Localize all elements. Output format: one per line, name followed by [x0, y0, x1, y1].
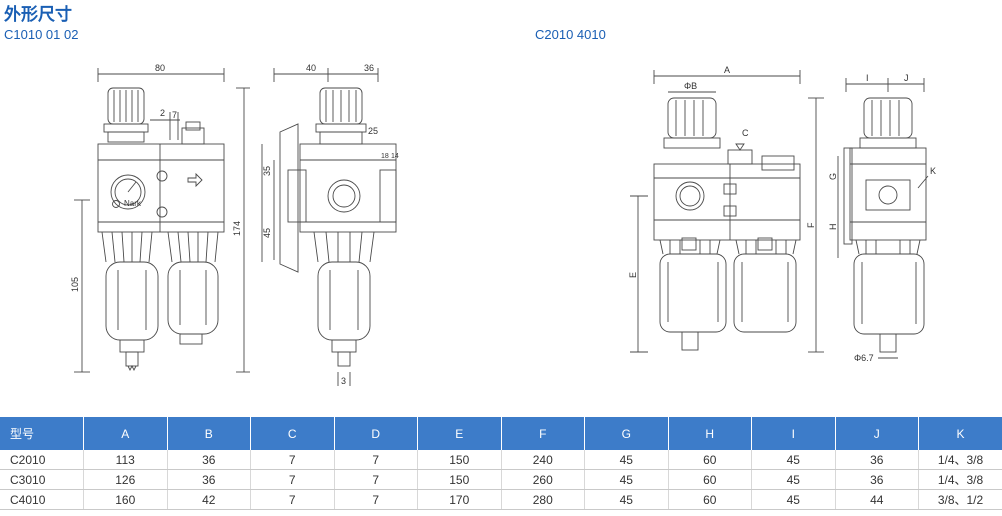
- cell-G: 45: [584, 450, 669, 470]
- col-header-I: I: [751, 417, 836, 450]
- cell-model: C3010: [0, 469, 84, 490]
- cell-B: 36: [167, 469, 251, 490]
- dim-174: 174: [232, 221, 242, 236]
- cell-K: 1/4、3/8: [918, 450, 1002, 470]
- model-label-right: C2010 4010: [535, 27, 606, 42]
- col-header-G: G: [584, 417, 669, 450]
- dim-2: 2: [160, 108, 165, 118]
- col-header-B: B: [167, 417, 251, 450]
- table-row: C3010 126 36 7 7 150 260 45 60 45 36 1/4…: [0, 469, 1002, 490]
- dim-36: 36: [364, 63, 374, 73]
- dim-A: A: [724, 65, 730, 75]
- dim-K: K: [930, 166, 936, 176]
- cell-B: 36: [167, 450, 251, 470]
- col-header-F: F: [501, 417, 585, 450]
- cell-D: 7: [334, 469, 418, 490]
- cell-C: 7: [250, 450, 335, 470]
- cell-A: 126: [83, 469, 168, 490]
- col-header-A: A: [83, 417, 168, 450]
- cell-I: 45: [751, 489, 836, 510]
- cell-F: 240: [501, 450, 585, 470]
- cell-D: 7: [334, 489, 418, 510]
- dim-E: E: [628, 272, 638, 278]
- cell-G: 45: [584, 469, 669, 490]
- col-header-K: K: [918, 417, 1002, 450]
- cell-J: 36: [835, 469, 919, 490]
- cell-H: 60: [668, 469, 752, 490]
- cell-H: 60: [668, 450, 752, 470]
- dim-25: 25: [368, 126, 378, 136]
- col-header-C: C: [250, 417, 335, 450]
- dim-G: G: [828, 173, 838, 180]
- cell-C: 7: [250, 489, 335, 510]
- nark-label: Nark: [124, 199, 142, 208]
- dim-3: 3: [341, 376, 346, 386]
- cell-C: 7: [250, 469, 335, 490]
- right-front-view: A ΦB C E F: [628, 65, 824, 353]
- cell-K: 3/8、1/2: [918, 489, 1002, 510]
- col-header-D: D: [334, 417, 418, 450]
- dim-H: H: [828, 224, 838, 231]
- dim-40: 40: [306, 63, 316, 73]
- dim-J: J: [904, 73, 909, 83]
- spec-table: 型号 A B C D E F G H I J K C2010 113 36 7 …: [0, 417, 1002, 510]
- dim-45: 45: [262, 228, 272, 238]
- col-header-H: H: [668, 417, 752, 450]
- cell-A: 160: [83, 489, 168, 510]
- dim-7: 7: [172, 110, 177, 120]
- dim-I: I: [866, 73, 869, 83]
- dim-F: F: [806, 222, 816, 228]
- dim-105: 105: [70, 277, 80, 292]
- cell-B: 42: [167, 489, 251, 510]
- left-front-view: 80 2 7 Nark: [70, 63, 250, 373]
- cell-F: 260: [501, 469, 585, 490]
- dim-C: C: [742, 128, 749, 138]
- cell-I: 45: [751, 469, 836, 490]
- dim-14: 14: [391, 153, 399, 160]
- cell-model: C4010: [0, 489, 84, 510]
- cell-model: C2010: [0, 450, 84, 470]
- cell-J: 36: [835, 450, 919, 470]
- col-header-J: J: [835, 417, 919, 450]
- table-row: C2010 113 36 7 7 150 240 45 60 45 36 1/4…: [0, 450, 1002, 470]
- cell-E: 150: [417, 450, 502, 470]
- left-side-view: 40 36 25 18 14 35 45 3: [261, 63, 399, 386]
- cell-E: 150: [417, 469, 502, 490]
- cell-A: 113: [83, 450, 168, 470]
- technical-drawings: 80 2 7 Nark: [70, 63, 936, 386]
- right-side-view: I J K G H Φ6.7: [828, 73, 936, 363]
- dim-35: 35: [262, 166, 272, 176]
- cell-I: 45: [751, 450, 836, 470]
- cell-G: 45: [584, 489, 669, 510]
- cell-H: 60: [668, 489, 752, 510]
- cell-F: 280: [501, 489, 585, 510]
- table-row: C4010 160 42 7 7 170 280 45 60 45 44 3/8…: [0, 489, 1002, 510]
- cell-J: 44: [835, 489, 919, 510]
- dim-phi67: Φ6.7: [854, 353, 874, 363]
- cell-E: 170: [417, 489, 502, 510]
- dim-B: ΦB: [684, 81, 697, 91]
- dim-18: 18: [381, 153, 389, 160]
- dim-80: 80: [155, 63, 165, 73]
- model-label-left: C1010 01 02: [4, 27, 79, 42]
- col-header-model: 型号: [0, 417, 84, 450]
- cell-K: 1/4、3/8: [918, 469, 1002, 490]
- col-header-E: E: [417, 417, 502, 450]
- cell-D: 7: [334, 450, 418, 470]
- page-title: 外形尺寸: [4, 5, 72, 25]
- spec-table-header-row: 型号 A B C D E F G H I J K: [0, 417, 1002, 450]
